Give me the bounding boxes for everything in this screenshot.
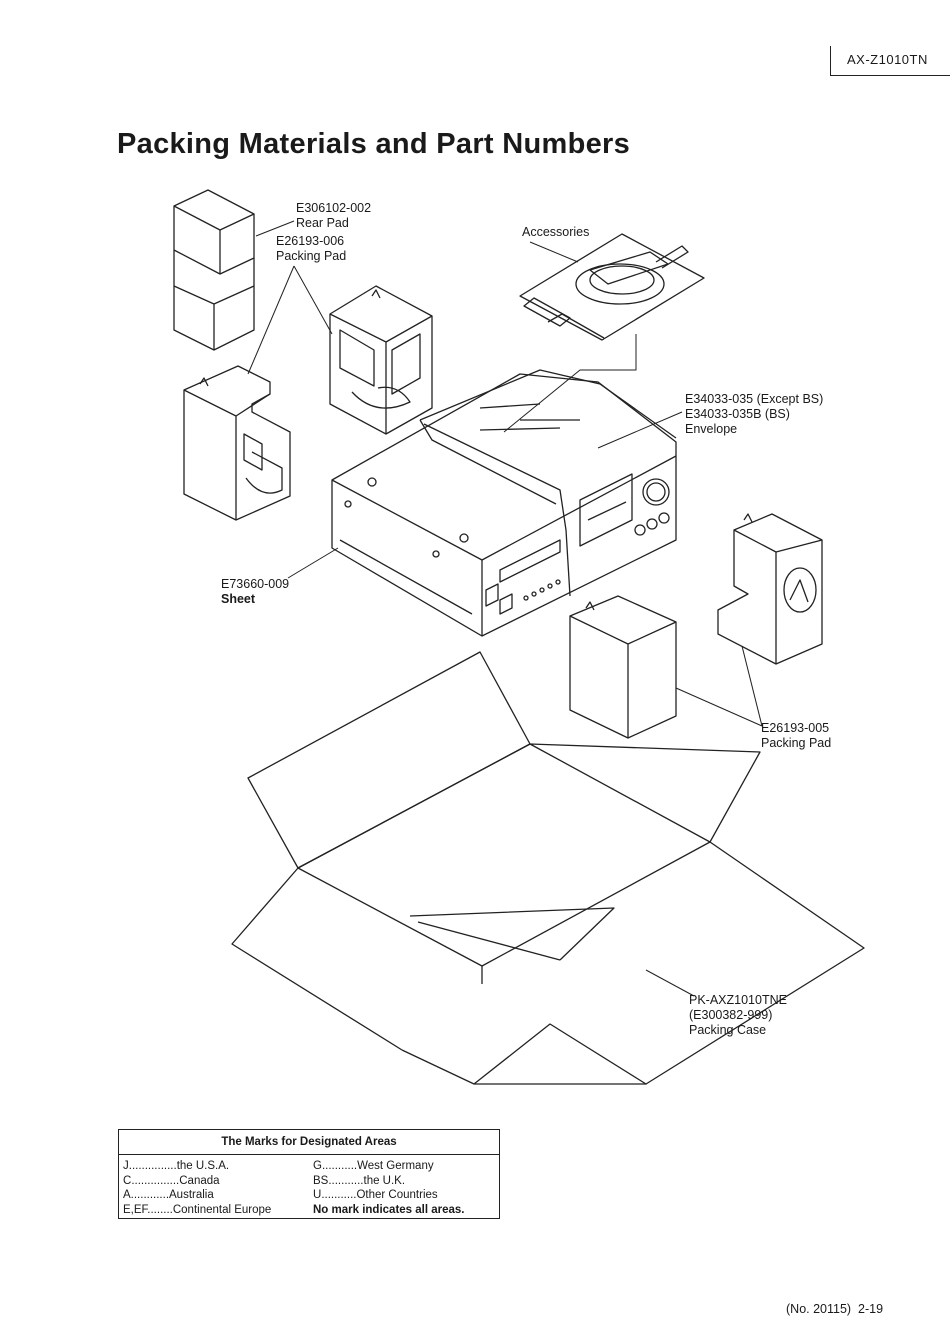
label-packing-pad-right: E26193-005 Packing Pad — [761, 721, 831, 751]
area-code: BS — [313, 1174, 329, 1187]
area-name: the U.K. — [363, 1174, 406, 1187]
packing-pad-right-part-number: E26193-005 — [761, 721, 830, 735]
label-packing-case: PK-AXZ1010TNE (E300382-999) Packing Case — [689, 993, 787, 1038]
designated-areas-left-column: J...............the U.S.A. C............… — [123, 1159, 271, 1217]
label-packing-pad-top: E26193-006 Packing Pad — [276, 234, 346, 264]
packing-case-name: Packing Case — [689, 1023, 767, 1037]
packing-pad-top-name: Packing Pad — [276, 249, 347, 263]
designated-areas-table: The Marks for Designated Areas J........… — [118, 1129, 500, 1219]
model-number: AX-Z1010TN — [847, 52, 928, 67]
area-name: Other Countries — [356, 1189, 438, 1201]
area-name: Australia — [169, 1189, 214, 1201]
area-code: J — [123, 1160, 129, 1172]
document-number: (No. 20115) — [786, 1302, 852, 1316]
envelope-part-number-2: E34033-035B (BS) — [685, 407, 790, 421]
area-name: Continental Europe — [172, 1203, 272, 1216]
area-name: Canada — [179, 1174, 220, 1187]
area-row-all-areas-note: No mark indicates all areas. — [313, 1203, 465, 1218]
area-leader-dots: ........... — [321, 1160, 358, 1172]
area-leader-dots: ........ — [147, 1203, 173, 1216]
label-accessories: Accessories — [522, 225, 589, 240]
label-sheet: E73660-009 Sheet — [221, 577, 289, 607]
area-code: A — [123, 1189, 131, 1201]
area-leader-dots: ............ — [130, 1189, 170, 1201]
area-name: West Germany — [357, 1160, 434, 1172]
packing-pad-right-drawing — [717, 513, 823, 665]
sheet-part-number: E73660-009 — [221, 577, 290, 591]
packing-case-part-number-2: (E300382-999) — [689, 1008, 773, 1022]
box-insert-pad-drawing — [569, 595, 677, 739]
area-name: the U.S.A. — [176, 1160, 230, 1172]
area-row: A............Australia — [123, 1188, 271, 1203]
packing-case-part-number-1: PK-AXZ1010TNE — [689, 993, 787, 1007]
envelope-part-number-1: E34033-035 (Except BS) — [685, 392, 824, 406]
area-leader-dots: ........... — [328, 1174, 364, 1187]
area-row: J...............the U.S.A. — [123, 1159, 271, 1174]
envelope-name: Envelope — [685, 422, 738, 436]
accessories-drawing — [519, 233, 705, 341]
area-row: BS...........the U.K. — [313, 1174, 465, 1189]
page-footer: (No. 20115) 2-19 — [786, 1302, 883, 1316]
area-leader-dots: ........... — [321, 1189, 357, 1201]
area-leader-dots: ............... — [131, 1174, 180, 1187]
area-row: G...........West Germany — [313, 1159, 465, 1174]
packing-pad-right-name: Packing Pad — [761, 736, 832, 750]
packing-pad-top-part-number: E26193-006 — [276, 234, 345, 248]
leader-lines — [247, 220, 763, 997]
label-envelope: E34033-035 (Except BS) E34033-035B (BS) … — [685, 392, 823, 437]
page-title: Packing Materials and Part Numbers — [117, 128, 631, 160]
rear-pad-name: Rear Pad — [296, 216, 349, 230]
packing-case-drawing — [231, 651, 865, 1085]
area-row: C...............Canada — [123, 1174, 271, 1189]
envelope-drawing — [419, 369, 677, 597]
designated-areas-right-column: G...........West Germany BS...........th… — [313, 1159, 465, 1217]
area-row: E,EF........Continental Europe — [123, 1203, 271, 1218]
accessories-name: Accessories — [522, 225, 590, 239]
packing-pad-left-drawing — [183, 365, 291, 521]
packing-pad-top-drawing — [329, 285, 433, 435]
area-code: E,EF — [123, 1203, 148, 1216]
page-number: 2-19 — [858, 1302, 884, 1316]
area-leader-dots: ............... — [128, 1160, 177, 1172]
model-header: AX-Z1010TN — [830, 46, 950, 76]
rear-pad-part-number: E306102-002 — [296, 201, 372, 215]
area-note: No mark indicates all areas. — [313, 1203, 465, 1216]
rear-pad-drawing — [173, 189, 255, 351]
designated-areas-title: The Marks for Designated Areas — [119, 1130, 499, 1155]
stereo-unit-drawing — [331, 373, 677, 637]
label-rear-pad: E306102-002 Rear Pad — [296, 201, 371, 231]
sheet-name: Sheet — [221, 592, 256, 606]
area-code: U — [313, 1189, 322, 1201]
area-code: G — [313, 1160, 322, 1172]
area-code: C — [123, 1174, 132, 1187]
area-row: U...........Other Countries — [313, 1188, 465, 1203]
